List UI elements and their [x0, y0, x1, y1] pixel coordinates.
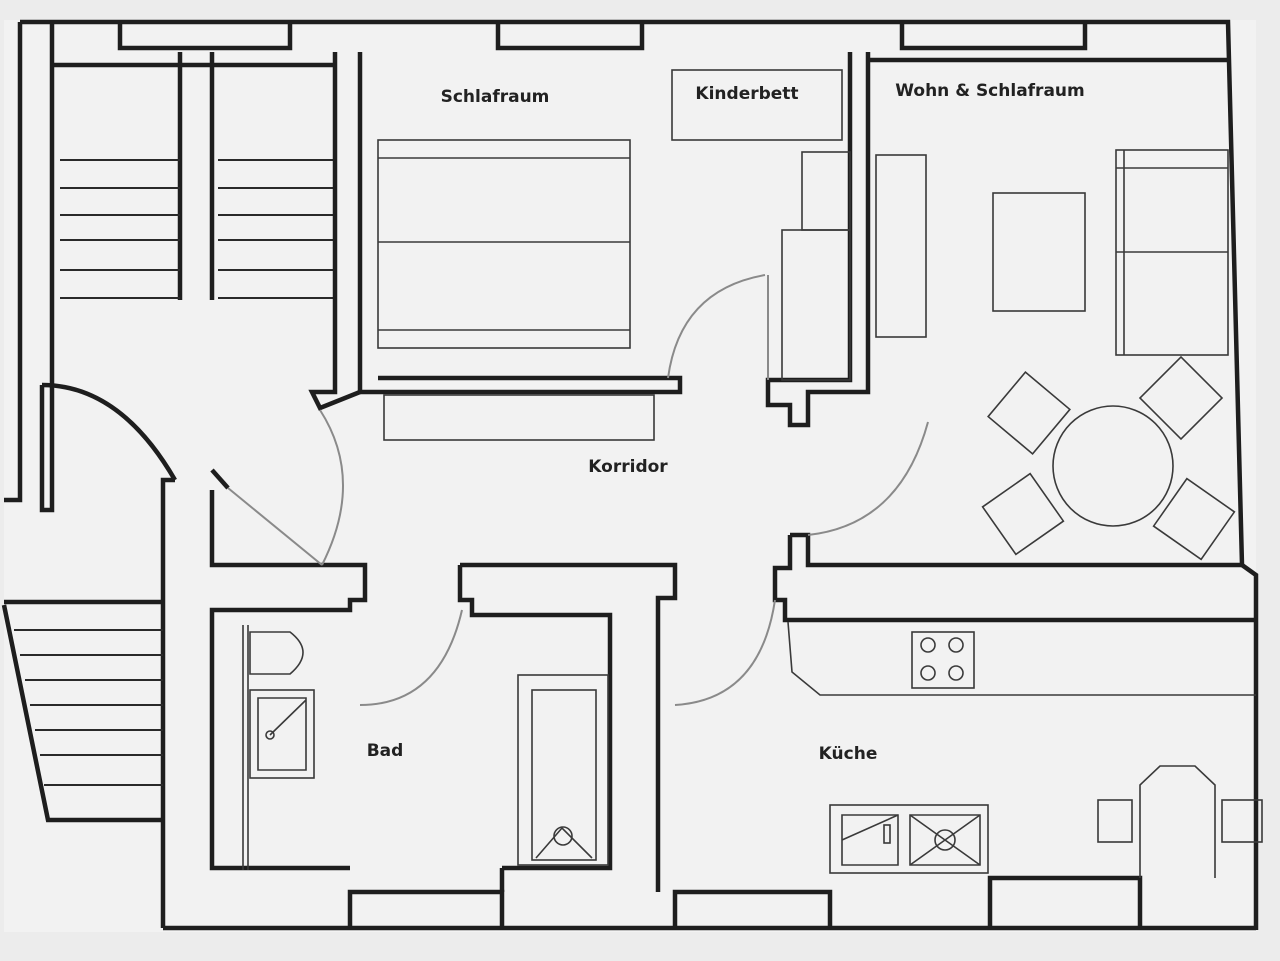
door-arc-kitchen: [674, 599, 776, 706]
label-bad: Bad: [367, 741, 404, 761]
door-arc-bath: [359, 609, 463, 706]
door-arc-stair: [319, 409, 344, 566]
bath-fixtures: [242, 625, 609, 870]
label-wohn-schlafraum: Wohn & Schlafraum: [895, 81, 1084, 101]
bedroom-furniture: [377, 69, 851, 441]
outer-walls: [4, 19, 1259, 931]
kitchen-stool-2: [1221, 799, 1263, 843]
bedroom-wardrobe: [383, 394, 655, 441]
door-arc-living: [807, 421, 929, 536]
coffee-table: [992, 192, 1086, 312]
staircase-lower: [1, 599, 163, 823]
bathtub: [517, 674, 609, 866]
double-bed: [377, 139, 631, 349]
staircase-upper: [39, 22, 335, 513]
kitchen-cabinet: [1139, 765, 1216, 878]
dining-table: [1052, 405, 1174, 527]
living-shelf: [875, 154, 927, 338]
entrance-arch: [41, 382, 177, 482]
sink-unit: [829, 804, 989, 874]
label-kinderbett: Kinderbett: [695, 84, 798, 104]
toilet: [249, 631, 304, 675]
door-swings: [227, 274, 929, 706]
dining-chair-3: [981, 472, 1065, 556]
dining-chair-4: [1152, 477, 1236, 561]
dining-chair-1: [987, 371, 1071, 455]
label-schlafraum: Schlafraum: [441, 87, 550, 107]
cooktop: [911, 631, 975, 689]
label-kueche: Küche: [819, 744, 878, 764]
crib: [671, 69, 843, 141]
washbasin: [249, 689, 315, 779]
living-furniture: [875, 149, 1236, 561]
kitchen-fixtures: [787, 621, 1263, 878]
door-arc-bedroom: [667, 274, 766, 379]
dining-chair-2: [1138, 355, 1224, 441]
label-korridor: Korridor: [588, 457, 668, 477]
room-labels: Schlafraum Kinderbett Wohn & Schlafraum …: [367, 81, 1085, 764]
cabinet-lower: [781, 229, 851, 381]
kitchen-stool-1: [1097, 799, 1133, 843]
